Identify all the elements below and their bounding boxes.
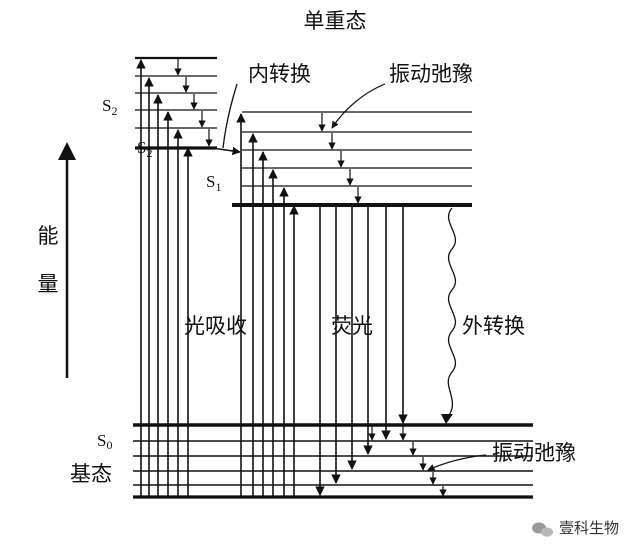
fluorescence-arrows xyxy=(315,205,408,496)
light-absorption-label: 光吸收 xyxy=(184,314,247,338)
s2-label-lower: S2 xyxy=(137,138,152,160)
s0-label: S0 xyxy=(97,431,112,452)
internal-conversion-label: 内转换 xyxy=(248,62,311,86)
s1-levels xyxy=(232,111,472,207)
fluorescence-label: 荧光 xyxy=(331,314,373,338)
s2-label: S2 xyxy=(102,96,117,118)
s0-levels xyxy=(133,423,533,499)
energy-axis-label-bottom: 量 xyxy=(38,272,59,296)
energy-axis xyxy=(58,142,76,378)
s1-label: S1 xyxy=(206,172,221,194)
s0-relaxation-arrows xyxy=(368,426,447,497)
wechat-icon xyxy=(532,522,553,537)
vibrational-relaxation-top-label: 振动弛豫 xyxy=(389,62,473,86)
label-pointers xyxy=(331,83,487,471)
internal-conversion-arrow xyxy=(211,83,241,156)
watermark-text: 壹科生物 xyxy=(559,519,619,537)
s2-relaxation-arrows xyxy=(174,59,213,147)
watermark: 壹科生物 xyxy=(532,519,619,537)
external-conversion-wave xyxy=(441,207,457,424)
diagram-title: 单重态 xyxy=(304,9,367,33)
vibrational-relaxation-bottom-label: 振动弛豫 xyxy=(492,441,576,465)
ground-state-label: 基态 xyxy=(70,462,112,486)
s2-levels xyxy=(135,56,217,150)
s1-relaxation-arrows xyxy=(318,113,362,204)
external-conversion-label: 外转换 xyxy=(462,314,525,338)
energy-axis-label-top: 能 xyxy=(38,224,59,248)
absorption-arrows xyxy=(136,59,299,497)
